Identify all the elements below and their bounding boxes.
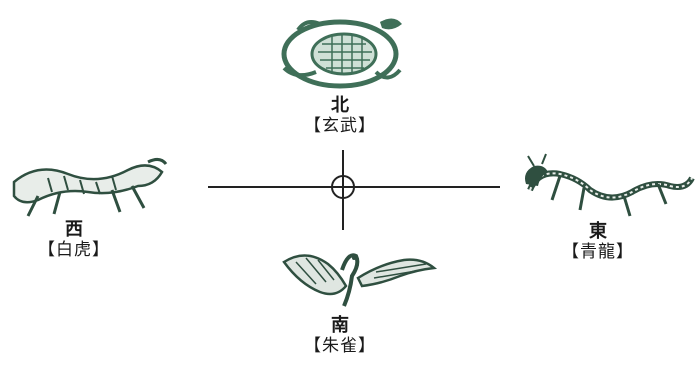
north-label: 北 【玄武】 <box>290 95 390 136</box>
east-direction: 東 <box>589 221 607 242</box>
south-direction: 南 <box>331 315 349 336</box>
east-label: 東 【青龍】 <box>548 221 648 262</box>
tortoise-snake-icon <box>281 18 402 89</box>
tiger-icon <box>12 157 168 217</box>
east-name: 【青龍】 <box>562 241 634 262</box>
phoenix-icon <box>282 253 438 307</box>
north-direction: 北 <box>331 95 349 116</box>
south-label: 南 【朱雀】 <box>290 315 390 356</box>
north-name: 【玄武】 <box>304 115 376 136</box>
west-direction: 西 <box>65 219 83 240</box>
west-name: 【白虎】 <box>38 239 110 260</box>
dragon-icon <box>525 153 695 217</box>
south-name: 【朱雀】 <box>304 335 376 356</box>
west-label: 西 【白虎】 <box>24 219 124 260</box>
